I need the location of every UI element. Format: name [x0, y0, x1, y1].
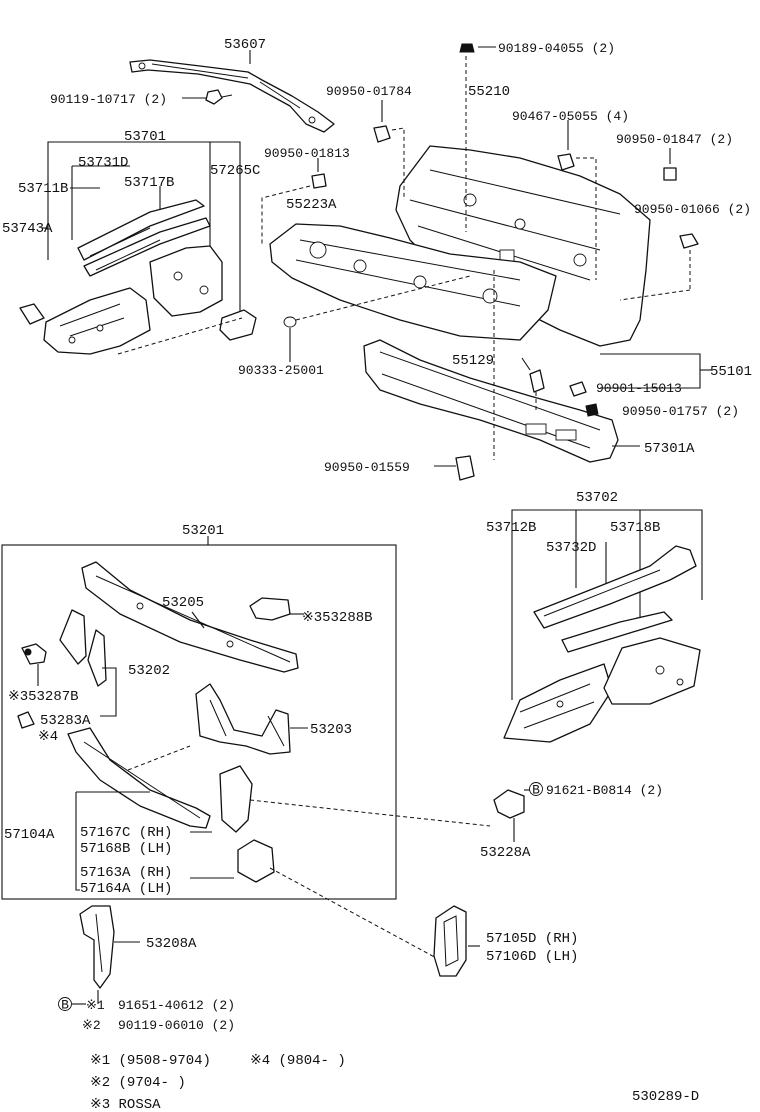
- part-53702-bracket: [603, 637, 701, 705]
- label-90950-01784: 90950-01784: [326, 84, 412, 99]
- footnote-4: ※4 (9804- ): [250, 1053, 346, 1069]
- label-53732D: 53732D: [546, 540, 596, 556]
- label-57163A: 57163A (RH): [80, 865, 172, 881]
- label-53717B: 53717B: [124, 175, 174, 191]
- label-57265C: 57265C: [210, 163, 260, 179]
- grommet-90950-01066: [679, 233, 699, 249]
- clip-90189-04055: [459, 43, 475, 53]
- grommet-90950-01559: [455, 455, 475, 481]
- label-53702: 53702: [576, 490, 618, 506]
- part-57105D: [433, 905, 467, 977]
- label-53718B: 53718B: [610, 520, 660, 536]
- part-53731D: [77, 199, 211, 277]
- circle-b-marker-right: B: [529, 782, 543, 798]
- label-90950-01813: 90950-01813: [264, 146, 350, 161]
- footnote-1: ※1 (9508-9704): [90, 1053, 211, 1069]
- part-55210-dash-panel: [395, 145, 651, 347]
- label-53287B: ※353287B: [8, 689, 79, 705]
- svg-text:B: B: [61, 998, 69, 1013]
- label-55129: 55129: [452, 353, 494, 369]
- footnote-2: ※2 (9704- ): [90, 1075, 186, 1091]
- label-90950-01757: 90950-01757 (2): [622, 404, 739, 419]
- grommet-90950-01784: [373, 125, 391, 143]
- label-90950-01066: 90950-01066 (2): [634, 202, 751, 217]
- label-57106D: 57106D (LH): [486, 949, 578, 965]
- part-57301A-cowl: [363, 339, 619, 463]
- part-53711B: [19, 287, 151, 355]
- label-53203: 53203: [310, 722, 352, 738]
- label-53731D: 53731D: [78, 155, 128, 171]
- part-57167C: [219, 765, 253, 833]
- part-53607-brace: [129, 59, 335, 133]
- label-91621-B0814: 91621-B0814 (2): [546, 783, 663, 798]
- part-53208A: [79, 905, 115, 989]
- diagram-id: 530289-D: [632, 1089, 699, 1105]
- label-53283A: 53283A: [40, 713, 91, 729]
- clip-90950-01757: [585, 403, 599, 417]
- part-57265C-bracket: [149, 245, 257, 341]
- label-53288B: ※353288B: [302, 610, 373, 626]
- label-53743A: 53743A: [2, 221, 53, 237]
- part-53205-support: [81, 561, 299, 673]
- label-53208A: 53208A: [146, 936, 197, 952]
- part-53288B: [249, 597, 291, 621]
- bracket-55129: [529, 369, 545, 393]
- label-53701: 53701: [124, 129, 166, 145]
- bolt-90119-10717: [205, 89, 233, 105]
- label-55210: 55210: [468, 84, 510, 100]
- label-90189-04055: 90189-04055 (2): [498, 41, 615, 56]
- label-53607: 53607: [224, 37, 266, 53]
- label-57167C: 57167C (RH): [80, 825, 172, 841]
- label-53228A: 53228A: [480, 845, 531, 861]
- label-90467-05055: 90467-05055 (4): [512, 109, 629, 124]
- label-57301A: 57301A: [644, 441, 695, 457]
- part-53718B: [561, 611, 673, 653]
- circle-b-marker-left: B: [58, 997, 72, 1013]
- label-57104A: 57104A: [4, 827, 55, 843]
- grommet-90950-01813: [311, 173, 327, 189]
- label-53202: 53202: [128, 663, 170, 679]
- part-57104A-crossmember: [67, 727, 211, 829]
- group-box-53201: [1, 544, 397, 900]
- label-53712B: 53712B: [486, 520, 536, 536]
- part-53228A-bracket: [493, 789, 525, 819]
- label-90950-01847: 90950-01847 (2): [616, 132, 733, 147]
- label-53711B: 53711B: [18, 181, 68, 197]
- label-57105D: 57105D (RH): [486, 931, 578, 947]
- part-53202: [59, 609, 107, 687]
- label-91651-40612: 91651-40612 (2): [118, 998, 235, 1013]
- plug-90333-25001: [283, 316, 297, 328]
- part-53712B: [503, 663, 613, 743]
- label-57164A: 57164A (LH): [80, 881, 172, 897]
- label-55223A: 55223A: [286, 197, 337, 213]
- label-x1-ref: ※1: [86, 998, 105, 1013]
- label-90119-06010: 90119-06010 (2): [118, 1018, 235, 1033]
- label-x4: ※4: [38, 729, 58, 745]
- svg-text:B: B: [532, 783, 540, 798]
- footnote-3: ※3 ROSSA: [90, 1097, 161, 1112]
- label-53201: 53201: [182, 523, 224, 539]
- label-90333-25001: 90333-25001: [238, 363, 324, 378]
- part-53287B: [21, 643, 47, 665]
- bolt-90467-05055: [557, 153, 575, 171]
- bolt-90901-15013: [569, 381, 587, 397]
- label-53205: 53205: [162, 595, 204, 611]
- label-x2-ref: ※2: [82, 1018, 101, 1033]
- label-90950-01559: 90950-01559: [324, 460, 410, 475]
- label-90901-15013: 90901-15013: [596, 381, 682, 396]
- part-53732D: [533, 545, 697, 629]
- label-90119-10717: 90119-10717 (2): [50, 92, 167, 107]
- part-57163A: [237, 839, 275, 883]
- grommet-90950-01847: [663, 167, 677, 181]
- label-55101: 55101: [710, 364, 752, 380]
- part-53283A: [17, 711, 35, 729]
- part-53203: [195, 683, 291, 755]
- label-57168B: 57168B (LH): [80, 841, 172, 857]
